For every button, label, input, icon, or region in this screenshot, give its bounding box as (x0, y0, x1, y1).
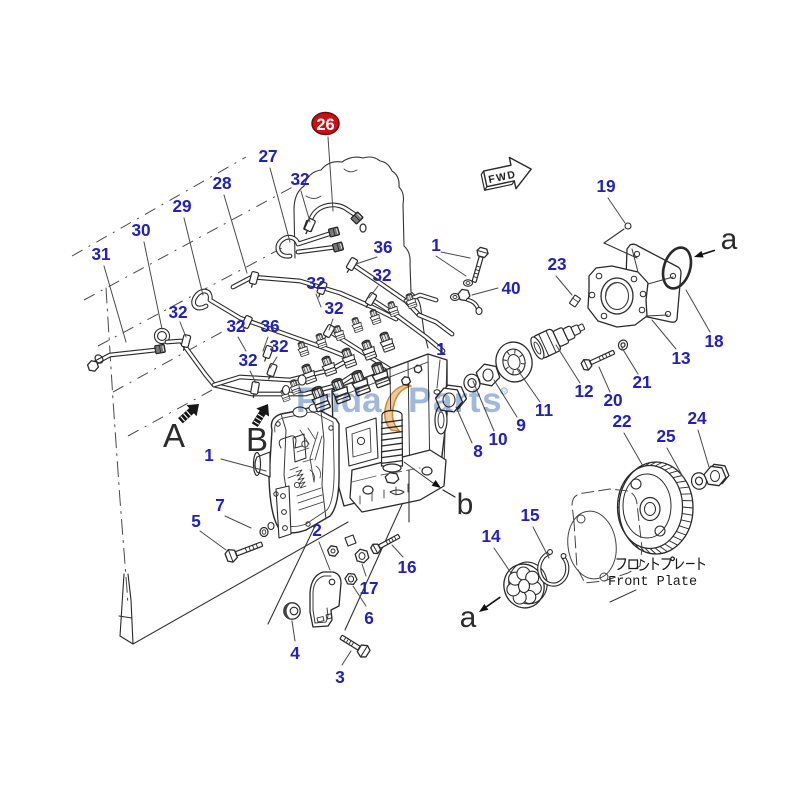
svg-text:30: 30 (131, 220, 150, 240)
svg-text:Front Plate: Front Plate (608, 575, 697, 590)
svg-text:A: A (163, 417, 185, 454)
svg-text:22: 22 (612, 411, 631, 431)
svg-text:9: 9 (516, 415, 526, 435)
svg-text:b: b (457, 488, 474, 521)
svg-text:12: 12 (574, 381, 593, 401)
svg-text:32: 32 (226, 316, 245, 336)
svg-text:6: 6 (364, 608, 374, 628)
svg-text:32: 32 (238, 350, 257, 370)
svg-text:a: a (460, 601, 477, 634)
svg-text:17: 17 (359, 578, 378, 598)
svg-text:1: 1 (436, 339, 446, 359)
svg-text:R: R (502, 390, 506, 396)
svg-text:14: 14 (481, 526, 501, 546)
svg-text:7: 7 (215, 495, 225, 515)
svg-text:23: 23 (547, 254, 566, 274)
svg-text:a: a (721, 223, 738, 256)
svg-text:2: 2 (312, 520, 322, 540)
svg-text:3: 3 (335, 667, 345, 687)
svg-text:Frida: Frida (296, 381, 382, 420)
svg-text:27: 27 (258, 146, 277, 166)
svg-text:36: 36 (260, 316, 279, 336)
svg-text:15: 15 (520, 505, 540, 525)
svg-text:28: 28 (212, 173, 232, 193)
svg-text:18: 18 (704, 331, 724, 351)
svg-text:29: 29 (172, 196, 191, 216)
svg-text:8: 8 (473, 441, 483, 461)
svg-text:16: 16 (397, 557, 416, 577)
svg-text:Parts: Parts (408, 381, 503, 420)
svg-text:32: 32 (306, 273, 325, 293)
svg-text:32: 32 (168, 302, 187, 322)
svg-text:26: 26 (316, 116, 334, 134)
svg-text:32: 32 (269, 336, 288, 356)
svg-text:31: 31 (91, 244, 111, 264)
svg-text:20: 20 (603, 390, 622, 410)
svg-text:40: 40 (501, 278, 520, 298)
svg-text:36: 36 (373, 237, 392, 257)
svg-text:32: 32 (372, 265, 391, 285)
svg-text:1: 1 (431, 235, 441, 255)
svg-text:11: 11 (535, 400, 554, 420)
svg-text:B: B (246, 421, 268, 458)
svg-text:32: 32 (290, 169, 309, 189)
svg-text:5: 5 (191, 511, 201, 531)
svg-text:FWD: FWD (487, 168, 517, 186)
svg-text:32: 32 (324, 298, 343, 318)
svg-text:1: 1 (204, 445, 214, 465)
svg-text:21: 21 (632, 372, 652, 392)
svg-text:19: 19 (596, 176, 615, 196)
svg-text:24: 24 (687, 408, 707, 428)
svg-text:4: 4 (290, 643, 300, 663)
svg-text:25: 25 (656, 426, 676, 446)
svg-text:10: 10 (488, 429, 507, 449)
svg-text:13: 13 (671, 348, 690, 368)
